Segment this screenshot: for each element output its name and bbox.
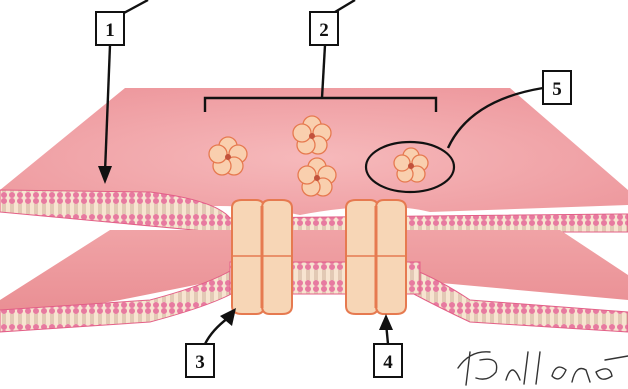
svg-text:2: 2 (319, 20, 329, 41)
label-3: 3 (186, 344, 214, 377)
channel-right (346, 200, 406, 314)
label-2: 2 (310, 12, 338, 45)
svg-text:4: 4 (383, 352, 393, 373)
label-4: 4 (374, 344, 402, 377)
artist-signature (458, 352, 628, 385)
svg-text:3: 3 (195, 352, 205, 373)
channel-left (232, 200, 292, 314)
label-1: 1 (96, 12, 124, 45)
arrowhead-4 (379, 314, 393, 330)
svg-text:1: 1 (105, 20, 115, 41)
label-5: 5 (543, 71, 571, 104)
lower-cell-membrane (0, 230, 628, 332)
svg-text:5: 5 (552, 79, 562, 100)
